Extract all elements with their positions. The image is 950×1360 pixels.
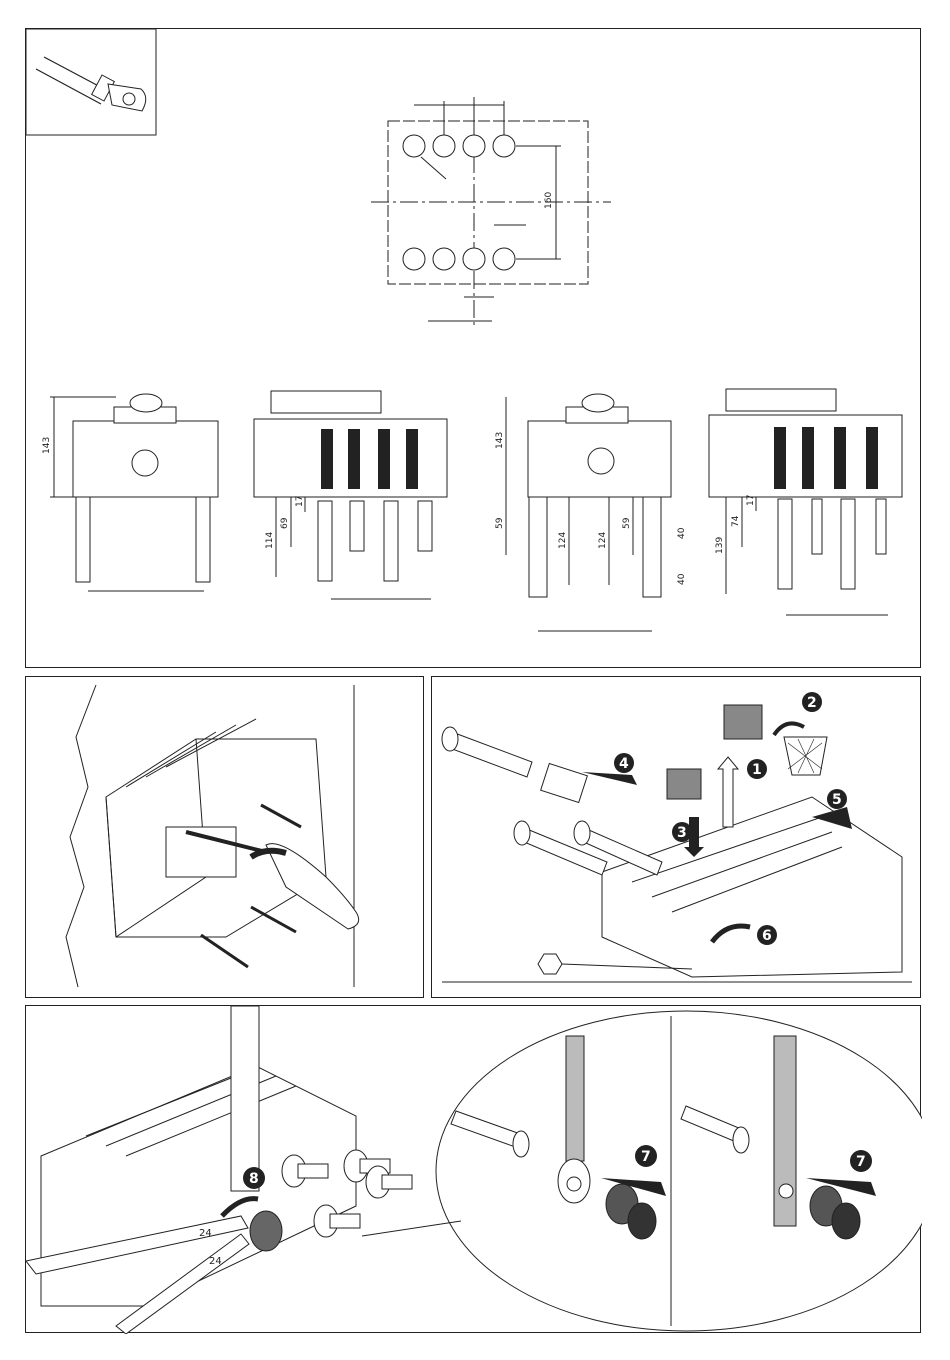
stud-bolts xyxy=(442,727,662,875)
connection-panel: 24 24 8 7 xyxy=(25,1005,921,1333)
dim-143-a: 143 xyxy=(42,437,52,454)
spacer-sleeve xyxy=(541,764,588,803)
step-2: 2 xyxy=(807,695,817,711)
terminal-cover xyxy=(667,769,701,799)
step-6: 6 xyxy=(762,928,772,944)
connection-svg: 24 24 8 7 xyxy=(26,1006,922,1334)
wrench-size-2: 24 xyxy=(209,1256,222,1267)
waste-bin-icon xyxy=(784,737,827,775)
step-7-a: 7 xyxy=(641,1149,651,1165)
cover-removal-svg xyxy=(26,677,425,999)
dim-40-a: 40 xyxy=(677,527,687,539)
terminal-cap xyxy=(724,705,762,739)
step-4: 4 xyxy=(619,756,629,772)
dimension-drawings-svg: 160 143 xyxy=(26,29,922,669)
dim-124-b: 124 xyxy=(598,532,608,549)
wrench-size-1: 24 xyxy=(199,1228,212,1239)
step-3: 3 xyxy=(677,825,687,841)
dim-143-b: 143 xyxy=(495,432,505,449)
detail-callout: 7 7 xyxy=(362,1011,922,1331)
breaker-body xyxy=(106,719,326,937)
front-view-2: 143 59 124 xyxy=(495,394,671,631)
step-1: 1 xyxy=(752,762,762,778)
terminal-base xyxy=(602,797,902,977)
dim-59-a: 59 xyxy=(495,517,505,529)
step-7-b: 7 xyxy=(856,1154,866,1170)
dim-40-b: 40 xyxy=(677,573,687,585)
side-view-1: 114 69 17 xyxy=(254,391,447,599)
dim-17-a: 17 xyxy=(295,496,305,507)
terminal-assembly-svg: 1 2 3 4 5 6 xyxy=(432,677,922,999)
hexagon-icon xyxy=(538,954,562,974)
dim-74: 74 xyxy=(731,515,741,527)
dim-69: 69 xyxy=(280,517,290,529)
front-view-1: 143 xyxy=(42,394,218,591)
cover-removal-panel xyxy=(25,676,424,998)
dim-114: 114 xyxy=(265,532,275,549)
dim-139: 139 xyxy=(715,537,725,554)
step-8: 8 xyxy=(249,1171,259,1187)
cable-lug-icon xyxy=(26,29,156,135)
terminal-assembly-panel: 1 2 3 4 5 6 xyxy=(431,676,921,998)
dim-124-a: 124 xyxy=(558,532,568,549)
step-5: 5 xyxy=(832,792,842,808)
dimension-drawings-panel: 160 143 xyxy=(25,28,921,668)
dim-59-b: 59 xyxy=(622,517,632,529)
hole-layout-diagram: 160 xyxy=(371,97,611,329)
dim-17-b: 17 xyxy=(746,495,756,506)
arrow-icon xyxy=(718,757,738,827)
dim-160: 160 xyxy=(544,192,554,209)
